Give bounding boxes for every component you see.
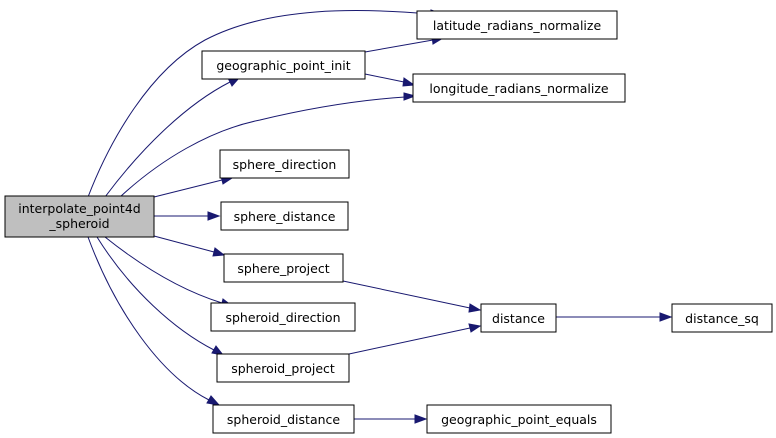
node-label: geographic_point_equals	[441, 412, 597, 427]
node-label: distance	[492, 311, 545, 326]
edge-root-to-sphere-distance	[154, 211, 221, 221]
edge-spheroid-project-to-distance	[348, 323, 482, 355]
node-label: sphere_direction	[233, 157, 337, 172]
edge-sphere-project-to-distance	[342, 280, 482, 313]
edge-distance-to-distance-sq	[556, 312, 673, 322]
node-label: sphere_distance	[234, 209, 336, 224]
edge-root-to-sphere-direction	[153, 175, 234, 198]
node-latitude-radians-normalize[interactable]: latitude_radians_normalize	[416, 10, 618, 40]
node-label: longitude_radians_normalize	[429, 81, 609, 96]
edge-spheroid-distance-to-geographic-point-equals	[354, 414, 428, 424]
node-spheroid-direction[interactable]: spheroid_direction	[210, 302, 356, 332]
node-spheroid-project[interactable]: spheroid_project	[216, 353, 350, 383]
node-label: distance_sq	[685, 311, 759, 326]
node-sphere-project[interactable]: sphere_project	[223, 253, 344, 283]
node-geographic-point-init[interactable]: geographic_point_init	[201, 50, 366, 80]
node-sphere-distance[interactable]: sphere_distance	[220, 201, 349, 231]
node-label: geographic_point_init	[216, 58, 350, 73]
edge-root-to-longitude	[119, 92, 417, 198]
nodes-layer: interpolate_point4d _spheroid latitude_r…	[4, 10, 773, 434]
node-label: spheroid_distance	[227, 412, 341, 427]
node-longitude-radians-normalize[interactable]: longitude_radians_normalize	[412, 73, 626, 103]
node-sphere-direction[interactable]: sphere_direction	[219, 149, 350, 179]
node-label: sphere_project	[237, 261, 329, 276]
node-distance[interactable]: distance	[480, 303, 557, 333]
node-interpolate-point4d-spheroid[interactable]: interpolate_point4d _spheroid	[4, 195, 155, 238]
node-geographic-point-equals[interactable]: geographic_point_equals	[426, 404, 612, 434]
node-label-line-2: _spheroid	[48, 216, 109, 231]
edge-root-to-geographic-point-init	[104, 77, 241, 198]
node-distance-sq[interactable]: distance_sq	[671, 303, 773, 333]
node-spheroid-distance[interactable]: spheroid_distance	[212, 404, 355, 434]
edge-geographic-point-init-to-longitude	[364, 73, 416, 87]
node-label: latitude_radians_normalize	[433, 18, 602, 33]
edge-root-to-spheroid-direction	[104, 236, 234, 308]
edges-layer	[87, 9, 673, 424]
node-label: spheroid_project	[231, 361, 335, 376]
node-label: spheroid_direction	[225, 310, 340, 325]
node-label-line-1: interpolate_point4d	[18, 201, 140, 216]
edge-root-to-spheroid-project	[96, 236, 225, 356]
edge-root-to-spheroid-distance	[87, 236, 221, 406]
edge-root-to-sphere-project	[153, 235, 226, 257]
